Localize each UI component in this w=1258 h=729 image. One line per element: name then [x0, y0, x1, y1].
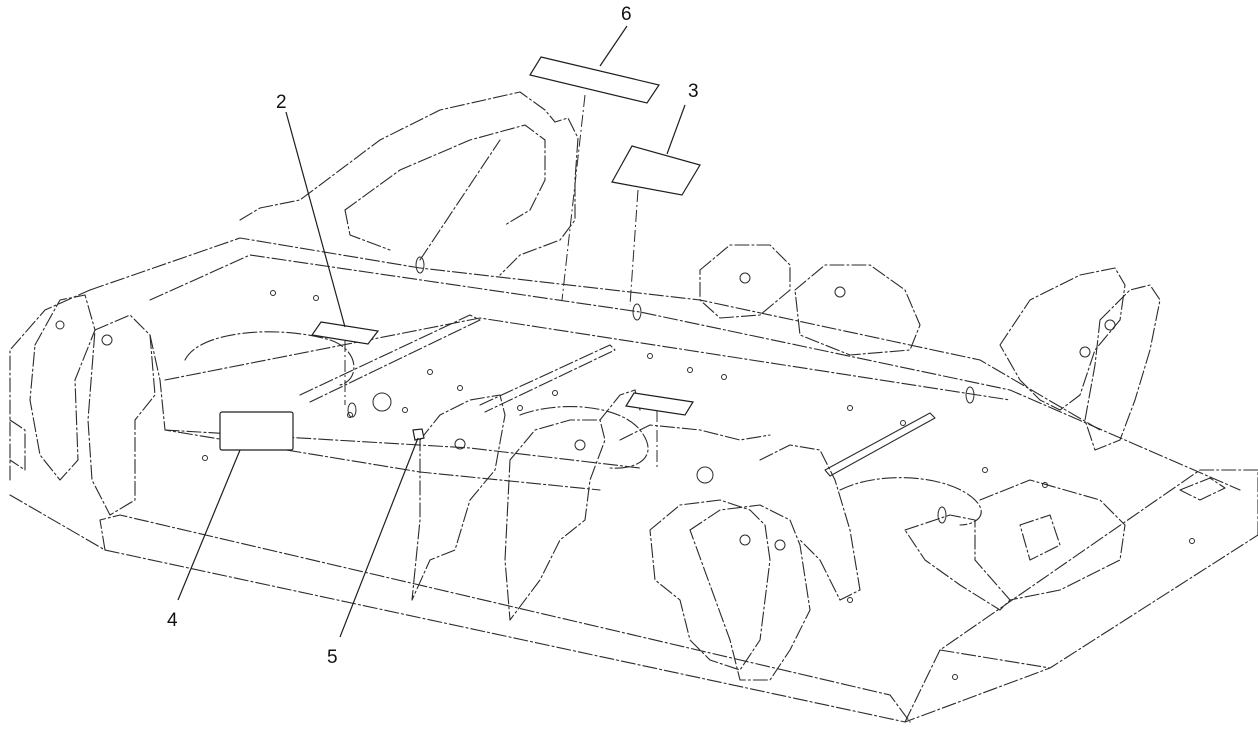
- callout-3: 3: [688, 81, 699, 102]
- callout-leaders: [177, 25, 686, 638]
- deck-holes: [55, 256, 1195, 680]
- decal-3: [611, 145, 701, 196]
- decal-4: [219, 411, 294, 451]
- placement-lines: [344, 94, 658, 470]
- callout-2: 2: [276, 92, 287, 113]
- callout-6: 6: [621, 4, 632, 25]
- callout-5: 5: [327, 647, 338, 668]
- callout-4: 4: [167, 610, 178, 631]
- decal-unnumbered: [625, 392, 694, 416]
- deck-outline: [9, 91, 1258, 723]
- decal-6: [529, 56, 660, 104]
- callout-labels: 6 3 2 4 5: [167, 4, 699, 668]
- decal-5: [412, 428, 425, 441]
- decal-2: [310, 321, 380, 345]
